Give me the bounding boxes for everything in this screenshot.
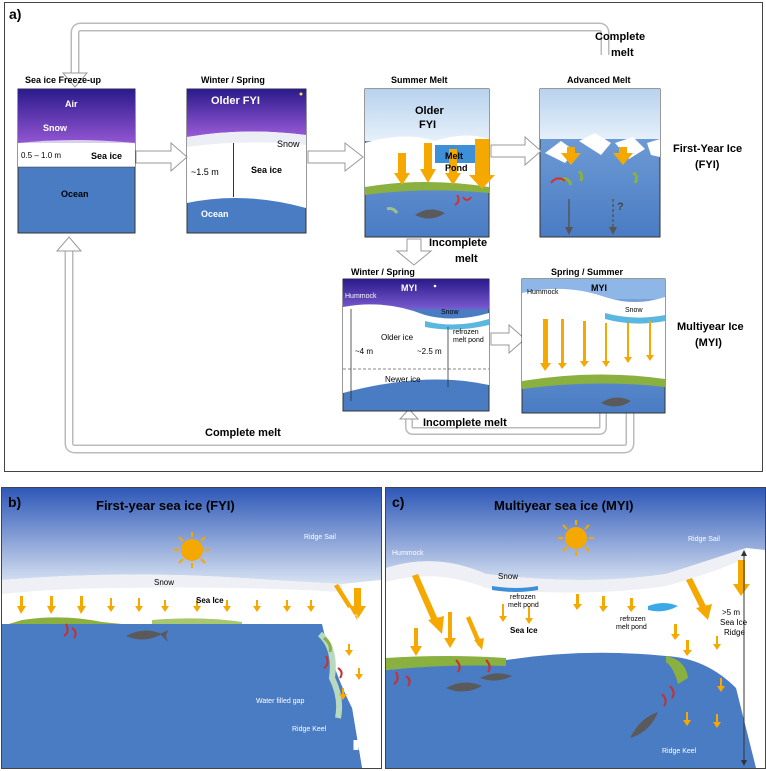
panel-c-refrozen-b-1: refrozen [620,616,646,623]
stage-summer-melt: Summer Melt [391,75,448,85]
top-loop-arrow [70,22,610,75]
myi-winter-thick-25: ~2.5 m [417,347,442,356]
panel-c-ridge-2: Sea Ice [720,618,748,627]
myi-category-1: Multiyear Ice [677,321,744,333]
freeze-air: Air [65,99,78,109]
fyi-category-2: (FYI) [695,159,720,171]
stage-fyi-winter: Winter / Spring [201,75,265,85]
fyi-winter-box [186,88,307,234]
panel-b-ridge-2: Sea Ice [338,622,366,631]
myi-winter-refrozen-1: refrozen [453,329,479,336]
panel-b-ridge-sail: Ridge Sail [304,534,336,541]
panel-b-letter: b) [8,494,22,510]
panel-b-snow: Snow [154,578,175,587]
fyi-winter-snow: Snow [277,139,300,149]
myi-winter-title: MYI [401,283,418,293]
stage-advanced-melt: Advanced Melt [567,75,631,85]
stage-myi-winter: Winter / Spring [351,267,415,277]
myi-spring-box [521,278,666,414]
panel-b-water-gap: Water filled gap [256,698,305,705]
summer-pond-1: Melt [445,151,463,161]
panel-b-graphics [2,488,381,768]
panel-c-ridge-sail: Ridge Sail [688,536,720,543]
myi-winter-thick-4: ~4 m [355,347,374,356]
arrow-1 [135,141,188,173]
myi-spring-hummock: Hummock [527,289,559,296]
panel-c-refrozen-a-2: melt pond [508,602,539,609]
myi-winter-older-ice: Older ice [381,333,414,342]
arrow-2 [307,141,364,173]
fyi-winter-thickness-bar [233,143,234,197]
arrow-3 [490,135,542,167]
panel-c-snow: Snow [498,572,519,581]
panel-c-refrozen-b-2: melt pond [616,624,647,631]
fyi-advanced-box [539,88,661,238]
arrow-4 [490,323,526,355]
fyi-winter-sea-ice: Sea ice [251,165,283,175]
freeze-snow: Snow [43,123,67,133]
fyi-category-1: First-Year Ice [673,143,743,155]
panel-c-ridge-3: Ridge [724,628,745,637]
fyi-winter-ocean: Ocean [201,209,229,219]
myi-category-2: (MYI) [695,337,722,349]
panel-c-refrozen-a-1: refrozen [510,594,536,601]
panel-c-sea-ice: Sea Ice [510,626,538,635]
panel-b-ridge-3: Ridge [342,632,363,641]
freeze-sea-ice: Sea ice [91,151,123,161]
panel-c-ridge-1: >5 m [722,608,741,617]
fyi-summer-box [364,88,495,238]
fyi-winter-thickness: ~1.5 m [191,167,219,177]
panel-b-ridge-1: >5 m [340,612,359,621]
panel-c: c) Multiyear sea ice (MYI) Hummock Ridge… [385,487,766,769]
summer-title-2: FYI [419,119,437,131]
freeze-ocean: Ocean [61,189,89,199]
panel-c-hummock: Hummock [392,550,424,557]
incomplete-melt-2: Incomplete melt [423,417,507,429]
panel-a-graphics [17,22,666,454]
panel-a-letter: a) [9,6,22,22]
incomplete-melt-1-b: melt [455,253,478,265]
panel-b-sea-ice: Sea Ice [196,596,224,605]
myi-spring-title: MYI [591,283,608,293]
myi-winter-hummock: Hummock [345,293,377,300]
panel-b-title: First-year sea ice (FYI) [96,498,235,513]
panel-a: a) Complete melt Sea ice Freeze-up Winte… [4,2,763,472]
stage-myi-spring: Spring / Summer [551,267,624,277]
myi-winter-refrozen-2: melt pond [453,337,484,344]
myi-winter-snow: Snow [441,309,459,316]
incomplete-melt-1-a: Incomplete [429,237,488,249]
myi-winter-box [342,278,490,412]
panel-b-ridge-keel: Ridge Keel [292,726,327,733]
summer-title-1: Older [415,105,444,117]
fyi-winter-title: Older FYI [211,95,260,107]
arrow-down [395,238,433,266]
top-loop-label-2: melt [611,47,634,59]
summer-pond-2: Pond [445,163,468,173]
panel-b: b) First-year sea ice (FYI) Ridge Sail S… [1,487,382,769]
myi-spring-snow: Snow [625,307,643,314]
freeze-thickness: 0.5 – 1.0 m [21,151,62,160]
panel-c-letter: c) [392,494,405,510]
advanced-question: ? [617,201,624,213]
freeze-up-box [17,88,136,234]
bottom-loop-label: Complete melt [205,427,281,439]
panel-c-graphics [386,488,765,768]
stage-freeze-up: Sea ice Freeze-up [25,75,102,85]
panel-c-title: Multiyear sea ice (MYI) [494,498,634,513]
panel-c-ridge-keel: Ridge Keel [662,748,697,755]
myi-winter-newer-ice: Newer ice [385,375,421,384]
top-loop-label-1: Complete [595,31,646,43]
